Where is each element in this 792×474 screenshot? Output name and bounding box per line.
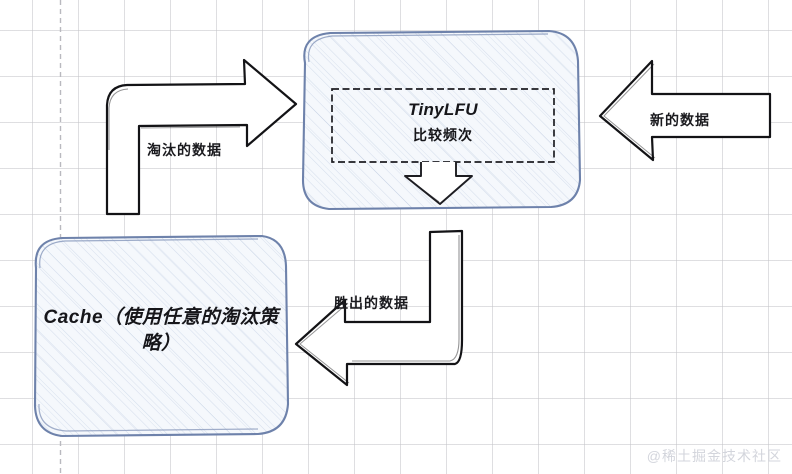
tinylfu-container-box [301,29,582,211]
watermark-text: @稀土掘金技术社区 [646,448,782,464]
compare-result-arrow [404,162,473,205]
new-data-arrow [598,59,772,162]
winning-data-arrow [294,229,464,387]
cache-box [33,234,290,438]
evicted-data-arrow [105,58,298,216]
